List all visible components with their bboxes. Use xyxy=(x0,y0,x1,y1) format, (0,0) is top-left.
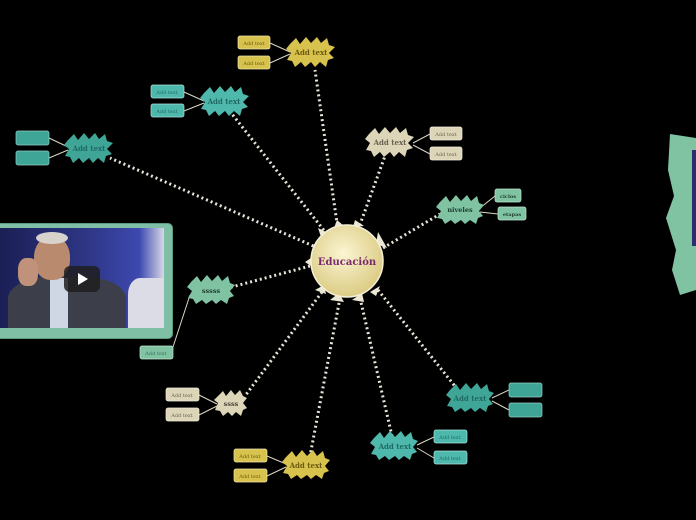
video-embed[interactable] xyxy=(0,224,172,338)
branch-top-child-2[interactable] xyxy=(237,55,271,70)
branch-niveles-node xyxy=(436,195,484,224)
branch-upper-right-child-2[interactable] xyxy=(429,146,463,161)
branch-sssss-label: sssss xyxy=(202,287,221,295)
offscreen-right-node-shape xyxy=(666,134,696,295)
video-thumbnail xyxy=(0,228,164,328)
branch-bottom-teal-node xyxy=(370,431,418,460)
offscreen-right-node[interactable] xyxy=(666,134,696,295)
branch-upper-right[interactable]: Add text Add text Add text xyxy=(365,126,463,161)
connector-upper-right xyxy=(356,155,387,231)
branch-niveles-child-2-label: etapas xyxy=(503,212,521,218)
video-person-hand xyxy=(18,258,38,286)
branch-bottom-yellow[interactable]: Add text Add text Add text xyxy=(233,448,330,483)
branch-sssss[interactable]: sssss Add text xyxy=(139,275,235,360)
main-connectors xyxy=(109,69,460,457)
branch-top-child-1-label: Add text xyxy=(242,41,264,47)
connector-ssss xyxy=(243,291,324,397)
play-icon xyxy=(78,273,88,285)
video-person-hair xyxy=(36,232,68,244)
connector-bottom-yellow xyxy=(308,297,342,457)
connector-upper-left xyxy=(230,113,332,239)
branch-niveles-child-2[interactable] xyxy=(497,206,527,221)
branch-ssss-child-1[interactable] xyxy=(165,387,200,402)
branch-upper-left[interactable]: Add text Add text Add text xyxy=(150,84,249,118)
branch-top-child-2-label: Add text xyxy=(242,61,264,67)
branch-bottom-teal-child-1-label: Add text xyxy=(438,435,460,441)
branch-top[interactable]: Add text Add text Add text xyxy=(237,35,335,70)
branch-upper-left-child-1[interactable] xyxy=(150,84,185,99)
branch-sssss-child-1-label: Add text xyxy=(144,351,166,357)
branch-top-label: Add text xyxy=(294,48,329,57)
connector-bottom-teal xyxy=(358,297,394,437)
branch-ssss-child-2-label: Add text xyxy=(170,413,192,419)
branch-sssss-node xyxy=(187,275,235,304)
branch-top-child-1[interactable] xyxy=(237,35,271,50)
offscreen-right-node-inner xyxy=(692,150,696,246)
branch-lower-right-node xyxy=(446,383,494,412)
video-person-shirt xyxy=(50,278,68,328)
branch-upper-left-child-2-label: Add text xyxy=(155,109,177,115)
branch-lower-right[interactable]: Add text xyxy=(446,382,543,418)
branch-upper-left-child-1-label: Add text xyxy=(155,90,177,96)
branch-bottom-teal-label: Add text xyxy=(378,442,413,451)
branch-ssss-label: ssss xyxy=(224,400,239,408)
branch-ssss-node xyxy=(214,390,247,416)
branch-bottom-teal-child-1[interactable] xyxy=(433,429,468,444)
branch-niveles-label: niveles xyxy=(447,206,473,214)
branch-ssss[interactable]: ssss Add text Add text xyxy=(165,387,247,422)
branch-niveles-child-1-label: ciclos xyxy=(500,194,516,200)
video-chair xyxy=(128,278,164,328)
branch-lower-right-label: Add text xyxy=(453,394,488,403)
branch-bottom-yellow-child-2[interactable] xyxy=(233,468,268,483)
branch-bottom-yellow-child-1[interactable] xyxy=(233,448,268,463)
branch-upper-right-node xyxy=(365,127,414,157)
branch-upper-left-node xyxy=(200,86,249,116)
branch-upper-right-label: Add text xyxy=(373,138,408,147)
branch-ssss-child-1-label: Add text xyxy=(170,393,192,399)
branch-lower-right-child-2[interactable] xyxy=(508,402,543,418)
branch-bottom-teal-child-2[interactable] xyxy=(433,450,468,465)
connector-sssss xyxy=(227,264,311,290)
branch-bottom-yellow-child-1-label: Add text xyxy=(238,454,260,460)
branch-upper-right-child-1[interactable] xyxy=(429,126,463,141)
connector-niveles xyxy=(382,212,441,250)
central-node-label: Educación xyxy=(318,257,377,268)
branch-bottom-teal-child-2-label: Add text xyxy=(438,456,460,462)
branch-bottom-teal[interactable]: Add text Add text Add text xyxy=(370,429,468,465)
branch-niveles[interactable]: niveles ciclos etapas xyxy=(436,188,527,224)
connector-top xyxy=(313,69,340,231)
branch-far-left-child-2[interactable] xyxy=(15,150,50,166)
branch-upper-right-child-1-label: Add text xyxy=(434,132,456,138)
branch-bottom-yellow-label: Add text xyxy=(289,461,324,470)
branch-upper-left-child-2[interactable] xyxy=(150,103,185,118)
branch-bottom-yellow-child-2-label: Add text xyxy=(238,474,260,480)
branch-far-left[interactable]: Add text xyxy=(15,130,113,166)
branch-far-left-node xyxy=(64,133,113,163)
sub-connectors xyxy=(48,42,510,477)
branch-ssss-child-2[interactable] xyxy=(165,407,200,422)
play-button[interactable] xyxy=(64,266,100,292)
central-node-bubble xyxy=(310,224,384,298)
branch-lower-right-child-1[interactable] xyxy=(508,382,543,398)
branch-far-left-child-1[interactable] xyxy=(15,130,50,146)
branch-far-left-label: Add text xyxy=(72,144,107,153)
central-node[interactable]: Educación xyxy=(305,220,387,302)
branch-upper-right-child-2-label: Add text xyxy=(434,152,456,158)
connector-lower-right xyxy=(376,289,460,391)
branch-bottom-yellow-node xyxy=(282,450,330,479)
branch-upper-left-label: Add text xyxy=(207,97,242,106)
branch-sssss-child-1[interactable] xyxy=(139,345,174,360)
branch-top-node xyxy=(286,37,335,67)
branch-niveles-child-1[interactable] xyxy=(494,188,522,203)
